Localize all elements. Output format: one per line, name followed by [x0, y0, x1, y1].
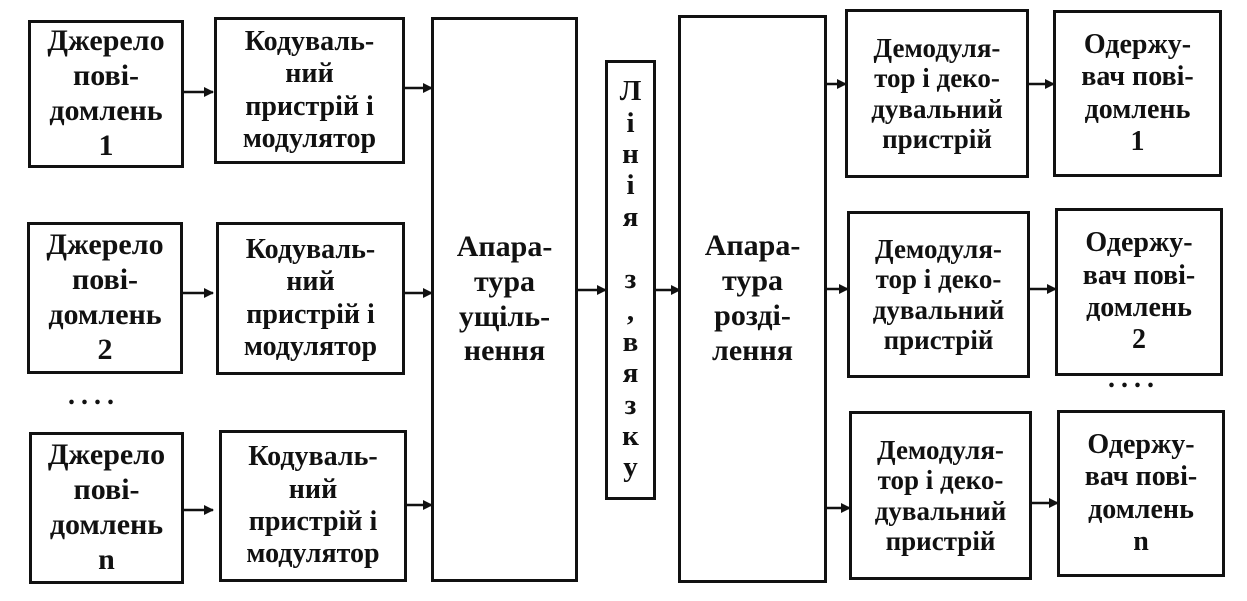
- source-2: Джерело пові- домлень 2: [27, 222, 183, 374]
- decoder-n: Демодуля- тор і деко- дувальний пристрій: [849, 411, 1032, 580]
- demultiplexer: Апара- тура розді- лення: [678, 15, 827, 583]
- encoder-2: Кодуваль- ний пристрій і модулятор: [216, 222, 405, 375]
- receiver-1: Одержу- вач пові- домлень 1: [1053, 10, 1222, 177]
- source-n: Джерело пові- домлень n: [29, 432, 184, 584]
- communication-line: Л і н і я з , в я з к у: [605, 60, 656, 500]
- multiplexer: Апара- тура ущіль- нення: [431, 17, 578, 582]
- ellipsis-sources: ....: [68, 380, 120, 411]
- encoder-1: Кодуваль- ний пристрій і модулятор: [214, 17, 405, 164]
- ellipsis-receivers: ....: [1108, 363, 1160, 394]
- encoder-n: Кодуваль- ний пристрій і модулятор: [219, 430, 407, 582]
- source-1: Джерело пові- домлень 1: [28, 20, 184, 168]
- decoder-2: Демодуля- тор і деко- дувальний пристрій: [847, 211, 1030, 378]
- receiver-2: Одержу- вач пові- домлень 2: [1055, 208, 1223, 376]
- decoder-1: Демодуля- тор і деко- дувальний пристрій: [845, 9, 1029, 178]
- receiver-n: Одержу- вач пові- домлень n: [1057, 410, 1225, 577]
